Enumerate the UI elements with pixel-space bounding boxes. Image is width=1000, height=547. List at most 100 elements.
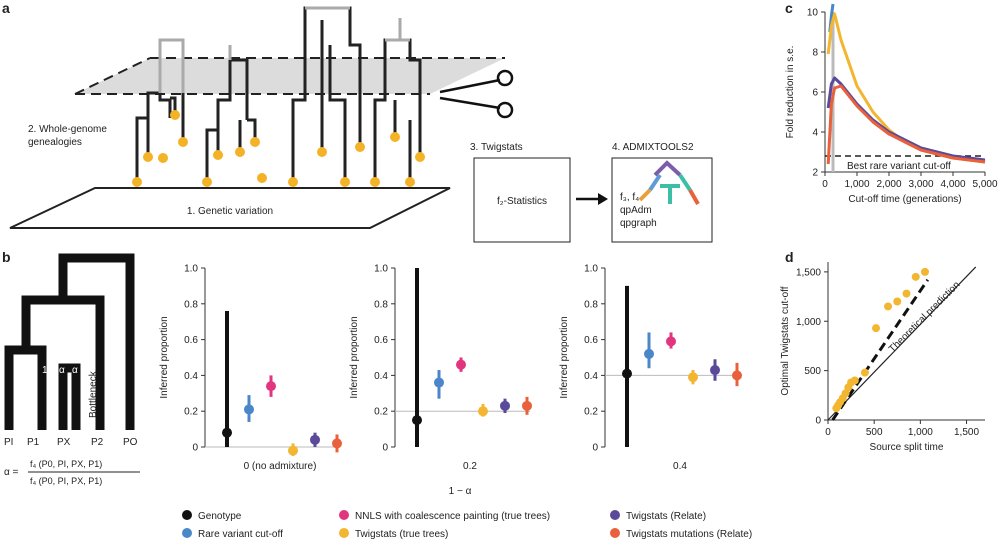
y-tick-label: 0 — [592, 443, 598, 454]
formula-denominator: f₄ (P0, PI, PX, P1) — [30, 476, 102, 486]
y-axis-label: Optimal Twigstats cut-off — [780, 286, 791, 395]
y-axis-label: Inferred proportion — [559, 316, 570, 398]
y-tick-label: 1.0 — [584, 264, 598, 275]
y-tick-label: 0.2 — [374, 407, 388, 418]
admix-qpadm-label: qpAdm — [620, 205, 652, 216]
legend-twig-true: Twigstats (true trees) — [355, 529, 448, 540]
legend-marker-twig-mut — [610, 528, 620, 538]
f2-statistics-label: f₂-Statistics — [497, 196, 547, 207]
legend-genotype: Genotype — [198, 511, 242, 522]
legend-rare: Rare variant cut-off — [198, 529, 283, 540]
y-tick-label: 8 — [812, 48, 818, 59]
x-tick-label: 3,000 — [908, 179, 933, 190]
x-category-label: 0 (no admixture) — [244, 461, 317, 472]
y-tick-label: 0.8 — [374, 299, 388, 310]
legend-twig-relate: Twigstats (Relate) — [626, 511, 706, 522]
panel-a: a — [2, 0, 713, 243]
identity-line — [827, 266, 977, 421]
y-tick-label: 1.0 — [374, 264, 388, 275]
data-point — [456, 359, 466, 370]
y-tick-label: 0.8 — [584, 299, 598, 310]
data-point — [666, 336, 676, 347]
y-tick-label: 0.6 — [184, 335, 198, 346]
data-point — [266, 381, 276, 392]
x-tick-label: 1,500 — [954, 427, 979, 438]
genetic-variation-label: 1. Genetic variation — [187, 206, 273, 217]
panel-letter-a: a — [2, 0, 10, 16]
x-category-label: 0.4 — [673, 461, 687, 472]
genealogies-label-1: 2. Whole-genome — [28, 124, 107, 135]
legend-marker-twig-relate — [610, 510, 620, 520]
sample-dots — [132, 110, 425, 187]
cutoff-plane-edge — [74, 57, 151, 95]
x-tick-label: 0 — [825, 427, 831, 438]
series-line — [826, 76, 986, 162]
y-tick-label: 4 — [812, 128, 818, 139]
data-point — [622, 368, 632, 379]
x-tick-label: 500 — [866, 427, 883, 438]
admix-qpgraph-label: qpgraph — [620, 218, 657, 229]
data-point — [893, 297, 902, 306]
y-tick-label: 1.0 — [184, 264, 198, 275]
y-tick-label: 0 — [192, 443, 198, 454]
y-axis-label: Inferred proportion — [159, 316, 170, 398]
x-axis-label: Source split time — [870, 442, 944, 453]
y-axis-label: Fold reduction in s.e. — [785, 46, 796, 139]
legend-marker-rare — [182, 528, 192, 538]
one-minus-alpha-label: 1 − α — [42, 365, 65, 376]
data-point — [332, 438, 342, 449]
legend-marker-twig-true — [339, 528, 349, 538]
panel-b-tree: b 1 − α α Bottleneck PI P1 PX P2 PO α = … — [2, 249, 140, 486]
leaf-label: PI — [4, 437, 13, 448]
x-tick-label: 1,000 — [908, 427, 933, 438]
x-tick-label: 4,000 — [940, 179, 965, 190]
genealogies-label-2: genealogies — [28, 137, 82, 148]
x-tick-label: 2,000 — [876, 179, 901, 190]
genealogy-trees — [135, 6, 422, 180]
population-tree — [4, 253, 135, 430]
data-point — [478, 406, 488, 417]
admixtools-title: 4. ADMIXTOOLS2 — [612, 142, 694, 153]
y-tick-label: 0.8 — [184, 299, 198, 310]
y-tick-label: 0.2 — [584, 407, 598, 418]
data-point — [920, 267, 929, 276]
data-point — [850, 376, 859, 385]
y-tick-label: 0.4 — [374, 371, 388, 382]
legend: Genotype Rare variant cut-off NNLS with … — [182, 510, 752, 540]
panel-letter-d: d — [785, 249, 794, 265]
twigstats-box — [473, 157, 571, 243]
y-tick-label: 500 — [804, 366, 821, 377]
data-point — [244, 404, 254, 415]
data-point — [412, 415, 422, 426]
x-tick-label: 1,000 — [844, 179, 869, 190]
genetic-variation-plane — [9, 187, 451, 229]
data-point — [522, 400, 532, 411]
y-tick-label: 0 — [815, 416, 821, 427]
leaf-label: PO — [123, 437, 138, 448]
y-tick-label: 0.4 — [584, 371, 598, 382]
data-point — [872, 324, 881, 333]
data-point — [884, 302, 893, 311]
data-point — [902, 289, 911, 298]
y-tick-label: 1,500 — [796, 267, 821, 278]
twigstats-title: 3. Twigstats — [470, 142, 523, 153]
data-point — [222, 427, 232, 438]
data-point — [434, 377, 444, 388]
admix-f-label: f₃, f₄ — [620, 192, 639, 203]
legend-marker-genotype — [182, 510, 192, 520]
y-tick-label: 0.6 — [584, 335, 598, 346]
y-tick-label: 0.6 — [374, 335, 388, 346]
y-tick-label: 6 — [812, 88, 818, 99]
alpha-label: α — [72, 365, 78, 376]
data-point — [310, 434, 320, 445]
y-tick-label: 0 — [382, 443, 388, 454]
x-axis-label: Cut-off time (generations) — [848, 194, 961, 205]
x-tick-label: 0 — [822, 179, 828, 190]
panel-letter-b: b — [2, 249, 11, 265]
y-tick-label: 2 — [812, 168, 818, 179]
y-axis-label: Inferred proportion — [349, 316, 360, 398]
y-tick-label: 1,000 — [796, 317, 821, 328]
data-point — [500, 400, 510, 411]
